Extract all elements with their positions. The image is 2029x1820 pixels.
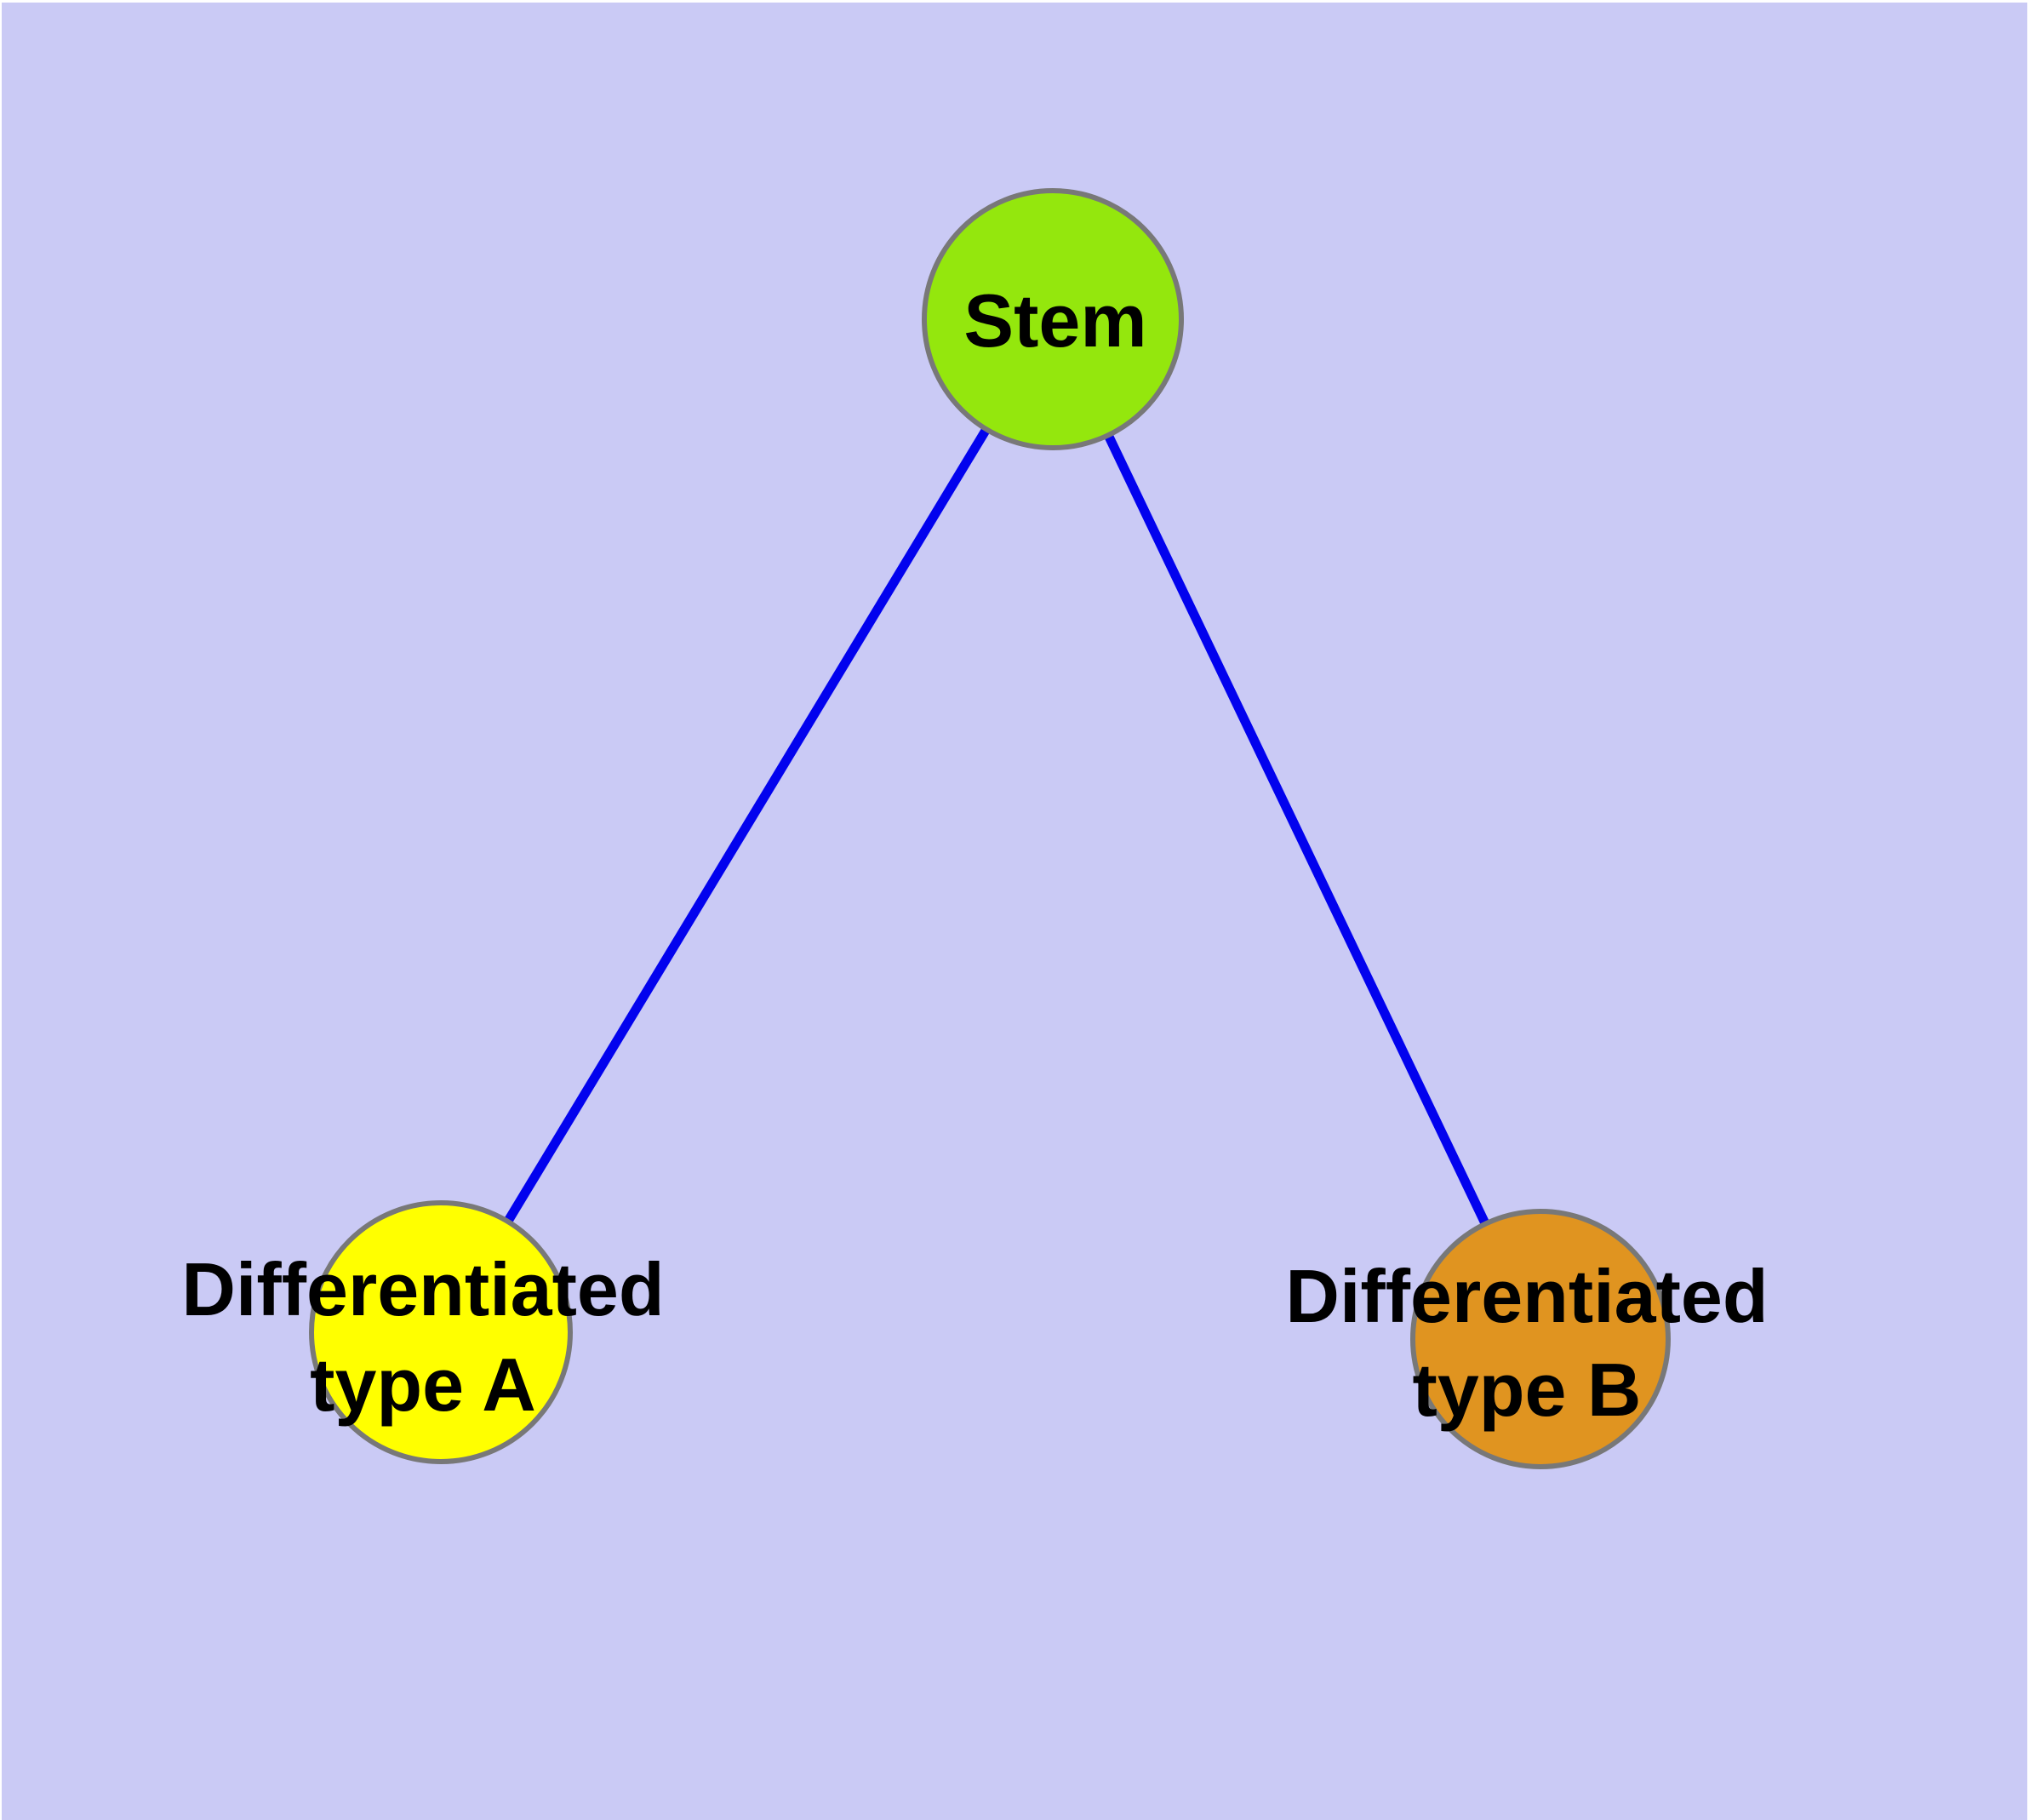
node-differentiated-type-a <box>309 1200 573 1464</box>
edge-stem-to-type-a <box>437 317 1057 1335</box>
node-type-b-label-line1: Differentiated <box>1285 1254 1768 1338</box>
edge-stem-to-type-b <box>1049 317 1545 1342</box>
node-type-a-label-line1: Differentiated <box>181 1247 664 1331</box>
node-stem <box>922 188 1184 450</box>
node-type-a-label-line2: type A <box>310 1342 536 1427</box>
node-stem-label: Stem <box>963 278 1146 363</box>
node-type-b-label-line2: type B <box>1413 1348 1642 1432</box>
node-differentiated-type-b <box>1410 1209 1671 1469</box>
